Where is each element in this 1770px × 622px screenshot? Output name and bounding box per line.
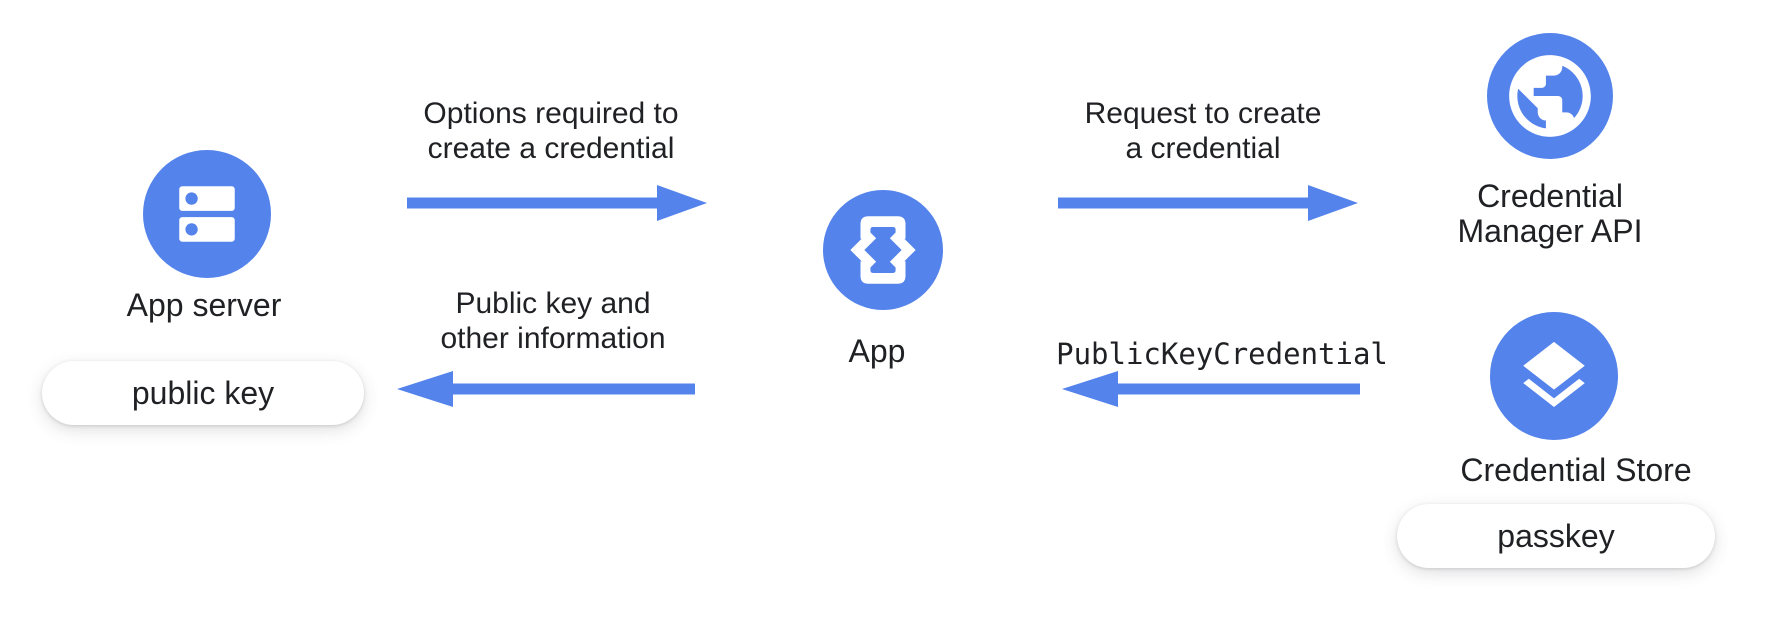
app-server-circle [143, 150, 271, 278]
layers-icon [1523, 341, 1585, 407]
credential-store-label: Credential Store [1460, 452, 1692, 488]
server-icon [179, 186, 235, 242]
public-key-credential-arrow-left [1062, 371, 1360, 407]
options-caption: Options required to create a credential [423, 96, 678, 166]
public-key-info-caption: Public key and other information [440, 286, 665, 356]
passkey-badge: passkey [1397, 504, 1715, 568]
request-caption: Request to create a credential [1085, 96, 1322, 166]
public-key-badge-text: public key [131, 374, 275, 411]
credential-manager-api-circle [1487, 33, 1613, 159]
request-caption-line1: Request to create [1084, 97, 1322, 130]
code-phone-icon [850, 216, 916, 284]
app-server-label: App server [126, 287, 282, 323]
options-caption-line1: Options required to [423, 97, 679, 130]
public-key-badge: public key [42, 361, 364, 425]
public-key-info-arrow-left [397, 371, 695, 407]
request-arrow-right [1058, 185, 1358, 221]
app-label: App [848, 333, 906, 369]
options-caption-line2: create a credential [427, 132, 675, 165]
credential-store-circle [1490, 312, 1618, 440]
credential-manager-api-label-line1: Credential [1477, 178, 1623, 214]
public-key-credential-caption: PublicKeyCredential [1056, 337, 1388, 371]
passkey-badge-text: passkey [1497, 517, 1615, 554]
app-circle [823, 190, 943, 310]
credential-manager-api-label-line2: Manager API [1457, 213, 1643, 249]
options-arrow-right [407, 185, 707, 221]
public-key-info-line1: Public key and [455, 287, 651, 320]
public-key-info-line2: other information [440, 322, 666, 355]
globe-icon [1509, 55, 1591, 137]
credential-manager-api-label: Credential Manager API [1458, 179, 1643, 249]
request-caption-line2: a credential [1125, 132, 1281, 165]
